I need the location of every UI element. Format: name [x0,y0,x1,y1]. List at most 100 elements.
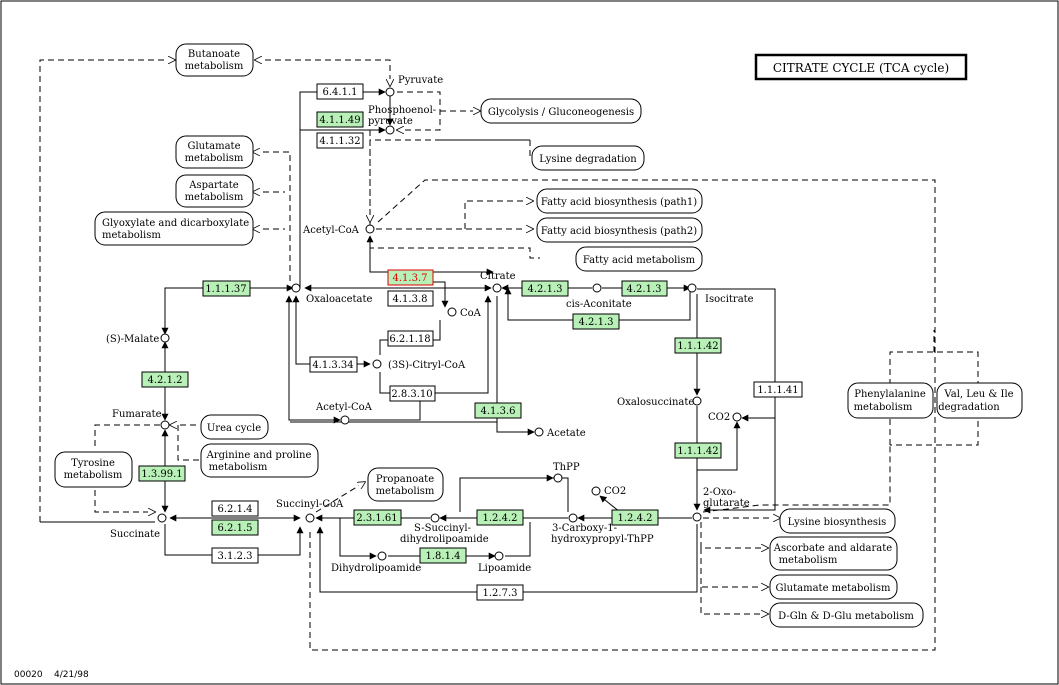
svg-text:4.1.3.6: 4.1.3.6 [481,406,516,417]
enzyme-4-1-3-7[interactable]: 4.1.3.7 [387,269,434,286]
footer: 00020 4/21/98 [14,670,89,680]
enzyme-3-1-2-3[interactable]: 3.1.2.3 [211,547,259,564]
svg-text:metabolism: metabolism [185,61,244,72]
pep-label-2: pyruvate [368,116,413,127]
enzyme-1-2-7-3[interactable]: 1.2.7.3 [476,584,524,601]
acetyl-coa-2-label: Acetyl-CoA [315,402,373,413]
svg-text:1.3.99.1: 1.3.99.1 [141,469,182,480]
map-fab2[interactable]: Fatty acid biosynthesis (path2) [536,217,703,243]
enzyme-6-2-1-18[interactable]: 6.2.1.18 [387,330,434,347]
enzyme-4-1-3-6[interactable]: 4.1.3.6 [474,402,522,419]
svg-text:D-Gln & D-Glu metabolism: D-Gln & D-Glu metabolism [778,611,914,622]
enzyme-6-2-1-4[interactable]: 6.2.1.4 [211,500,259,517]
enzyme-6-2-1-5[interactable]: 6.2.1.5 [211,519,259,536]
carboxy-label-2: hydroxypropyl-ThPP [551,534,654,545]
svg-text:2.3.1.61: 2.3.1.61 [356,513,397,524]
svg-text:Val, Leu & Ile: Val, Leu & Ile [943,389,1013,400]
pep-label-1: Phosphoenol- [368,105,436,116]
citryl-coa-label: (3S)-Citryl-CoA [388,360,466,371]
map-fab1[interactable]: Fatty acid biosynthesis (path1) [536,188,703,214]
svg-text:1.8.1.4: 1.8.1.4 [426,551,461,562]
svg-text:4.2.1.2: 4.2.1.2 [148,375,183,386]
svg-text:Phenylalanine: Phenylalanine [854,389,926,400]
s-succinyl-label-2: dihydrolipoamide [400,534,489,545]
svg-text:4.1.1.49: 4.1.1.49 [319,115,360,126]
enzyme-1-1-1-42-b[interactable]: 1.1.1.42 [674,442,722,459]
enzyme-1-2-4-2-a[interactable]: 1.2.4.2 [476,509,524,526]
enzyme-4-2-1-3-b[interactable]: 4.2.1.3 [621,280,668,297]
isocitrate-label: Isocitrate [705,294,754,305]
svg-text:Glycolysis / Gluconeogenesis: Glycolysis / Gluconeogenesis [488,107,634,118]
svg-text:6.2.1.4: 6.2.1.4 [218,504,253,515]
enzyme-1-8-1-4[interactable]: 1.8.1.4 [419,547,467,564]
svg-text:Glutamate metabolism: Glutamate metabolism [776,583,891,594]
citrate-label: Citrate [480,271,516,282]
map-glycolysis[interactable]: Glycolysis / Gluconeogenesis [480,98,642,124]
fumarate-label: Fumarate [112,409,162,420]
enzyme-4-1-3-8[interactable]: 4.1.3.8 [387,290,434,307]
enzyme-4-2-1-3-a[interactable]: 4.2.1.3 [521,280,569,297]
enzyme-4-1-1-32[interactable]: 4.1.1.32 [316,132,364,149]
cis-aconitate-label: cis-Aconitate [566,299,632,310]
co2-label-2: CO2 [604,486,626,497]
enzyme-1-3-99-1[interactable]: 1.3.99.1 [138,465,186,482]
map-dgln-dglu[interactable]: D-Gln & D-Glu metabolism [769,602,924,628]
enzyme-1-1-1-37[interactable]: 1.1.1.37 [202,280,251,297]
svg-text:metabolism: metabolism [102,230,161,241]
enzyme-2-8-3-10[interactable]: 2.8.3.10 [389,385,436,402]
oxaloacetate-label: Oxaloacetate [306,294,372,305]
map-lysine-biosynthesis[interactable]: Lysine biosynthesis [779,508,896,534]
oxoglutarate-label-2: glutarate [703,498,750,509]
pyruvate-label: Pyruvate [398,75,443,86]
enzyme-1-2-4-2-b[interactable]: 1.2.4.2 [611,509,659,526]
svg-text:1.1.1.42: 1.1.1.42 [677,341,718,352]
oxalosuccinate-label: Oxalosuccinate [617,397,694,408]
enzyme-4-1-1-49[interactable]: 4.1.1.49 [316,111,364,128]
dihydrolipoamide-label: Dihydrolipoamide [331,563,421,574]
coa-label: CoA [460,308,482,319]
svg-text:Ascorbate and aldarate: Ascorbate and aldarate [773,543,893,554]
enzyme-4-1-3-34[interactable]: 4.1.3.34 [309,356,358,373]
svg-text:4.2.1.3: 4.2.1.3 [528,284,563,295]
svg-text:1.1.1.42: 1.1.1.42 [677,446,718,457]
map-glutamate-metabolism[interactable]: Glutamate metabolism [769,574,898,600]
svg-text:Aspartate: Aspartate [188,180,238,191]
map-date: 4/21/98 [54,670,89,680]
s-succinyl-label-1: S-Succinyl- [414,523,471,534]
svg-text:metabolism: metabolism [376,486,435,497]
svg-text:metabolism: metabolism [209,462,268,473]
enzyme-6-4-1-1[interactable]: 6.4.1.1 [316,83,364,100]
svg-text:6.2.1.5: 6.2.1.5 [218,523,253,534]
svg-text:Glutamate: Glutamate [188,141,241,152]
enzyme-4-2-1-2[interactable]: 4.2.1.2 [141,371,189,388]
svg-text:1.2.7.3: 1.2.7.3 [483,588,518,599]
enzyme-1-1-1-42-a[interactable]: 1.1.1.42 [674,337,722,354]
map-fatty-acid-metabolism[interactable]: Fatty acid metabolism [575,246,703,272]
map-urea-cycle[interactable]: Urea cycle [200,414,269,440]
map-lysine-degradation[interactable]: Lysine degradation [531,145,645,171]
enzyme-1-1-1-41[interactable]: 1.1.1.41 [753,381,803,398]
enzyme-4-2-1-3-c[interactable]: 4.2.1.3 [572,313,620,330]
svg-text:Glyoxylate and dicarboxylate: Glyoxylate and dicarboxylate [102,218,249,229]
svg-text:1.2.4.2: 1.2.4.2 [618,513,653,524]
svg-text:1.1.1.37: 1.1.1.37 [205,284,246,295]
enzyme-2-3-1-61[interactable]: 2.3.1.61 [353,509,402,526]
svg-text:Butanoate: Butanoate [188,49,240,60]
svg-text:4.1.3.34: 4.1.3.34 [312,360,353,371]
svg-text:6.2.1.18: 6.2.1.18 [389,334,430,345]
oxoglutarate-label-1: 2-Oxo- [703,487,736,498]
